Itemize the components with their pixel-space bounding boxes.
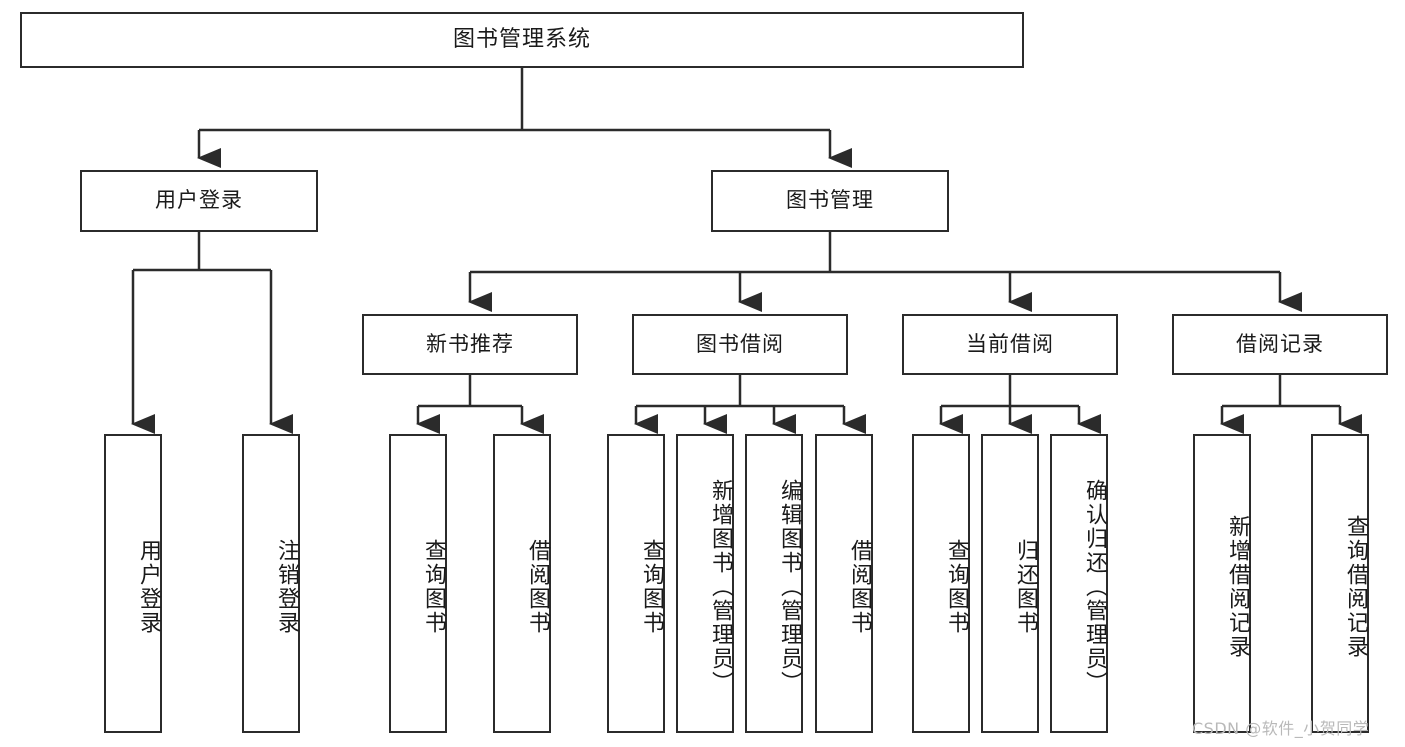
node-label: 新增图书（管理员） xyxy=(708,478,733,695)
node-new-book-recommend[interactable]: 新书推荐 xyxy=(362,314,578,375)
node-label: 借阅图书 xyxy=(525,538,550,635)
leaf-new-book-query-book[interactable]: 查询图书 xyxy=(389,434,447,733)
node-label: 查询图书 xyxy=(421,538,446,635)
leaf-borrow-record-query-record[interactable]: 查询借阅记录 xyxy=(1311,434,1369,733)
node-label: 查询图书 xyxy=(639,538,664,635)
leaf-book-borrow-edit-book-admin[interactable]: 编辑图书（管理员） xyxy=(745,434,803,733)
node-label: 图书借阅 xyxy=(696,331,784,356)
node-label: 归还图书 xyxy=(1013,538,1038,635)
leaf-borrow-record-add-record[interactable]: 新增借阅记录 xyxy=(1193,434,1251,733)
node-label: 确认归还（管理员） xyxy=(1082,478,1107,695)
leaf-book-borrow-borrow-book[interactable]: 借阅图书 xyxy=(815,434,873,733)
leaf-user-login-login[interactable]: 用户登录 xyxy=(104,434,162,733)
leaf-current-borrow-return-book[interactable]: 归还图书 xyxy=(981,434,1039,733)
node-current-borrow[interactable]: 当前借阅 xyxy=(902,314,1118,375)
node-label: 用户登录 xyxy=(136,538,161,635)
node-label: 注销登录 xyxy=(274,538,299,635)
node-label: 借阅记录 xyxy=(1236,331,1324,356)
leaf-current-borrow-query-book[interactable]: 查询图书 xyxy=(912,434,970,733)
leaf-user-login-logout[interactable]: 注销登录 xyxy=(242,434,300,733)
node-user-login[interactable]: 用户登录 xyxy=(80,170,318,232)
leaf-book-borrow-add-book-admin[interactable]: 新增图书（管理员） xyxy=(676,434,734,733)
csdn-watermark: CSDN @软件_小贺同学 xyxy=(1192,719,1370,738)
node-borrow-record[interactable]: 借阅记录 xyxy=(1172,314,1388,375)
node-label: 新书推荐 xyxy=(426,331,514,356)
node-root-book-management-system[interactable]: 图书管理系统 xyxy=(20,12,1024,68)
node-label: 借阅图书 xyxy=(847,538,872,635)
node-label: 图书管理系统 xyxy=(452,26,591,52)
node-book-management[interactable]: 图书管理 xyxy=(711,170,949,232)
leaf-new-book-borrow-book[interactable]: 借阅图书 xyxy=(493,434,551,733)
node-label: 图书管理 xyxy=(786,188,874,213)
node-label: 查询图书 xyxy=(944,538,969,635)
node-label: 用户登录 xyxy=(155,188,243,213)
node-book-borrow[interactable]: 图书借阅 xyxy=(632,314,848,375)
node-label: 当前借阅 xyxy=(966,331,1054,356)
node-label: 编辑图书（管理员） xyxy=(777,478,802,695)
node-label: 新增借阅记录 xyxy=(1225,514,1250,659)
node-label: 查询借阅记录 xyxy=(1343,514,1368,659)
leaf-book-borrow-query-book[interactable]: 查询图书 xyxy=(607,434,665,733)
leaf-current-borrow-confirm-return-admin[interactable]: 确认归还（管理员） xyxy=(1050,434,1108,733)
